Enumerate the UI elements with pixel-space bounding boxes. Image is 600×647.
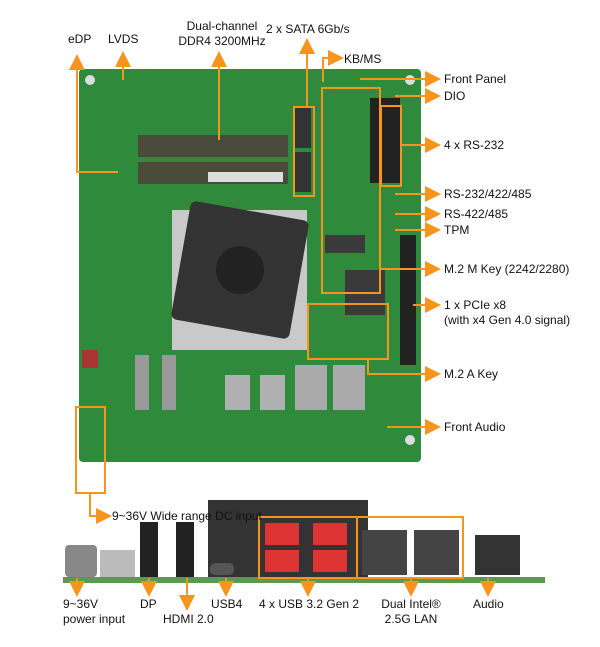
label-rs422-485: RS-422/485 <box>444 207 509 221</box>
label-hdmi: HDMI 2.0 <box>163 612 214 626</box>
label-pcie-line1: 1 x PCIe x8 <box>444 298 507 312</box>
label-audio: Audio <box>473 597 504 611</box>
label-dp: DP <box>140 597 157 611</box>
label-front-audio: Front Audio <box>444 420 506 434</box>
label-power-line2: power input <box>63 612 126 626</box>
label-edp: eDP <box>68 32 92 46</box>
label-usb4: USB4 <box>211 597 243 611</box>
label-tpm: TPM <box>444 223 470 237</box>
label-lvds: LVDS <box>108 32 139 46</box>
label-lan-line2: 2.5G LAN <box>384 612 438 626</box>
motherboard-top-view <box>79 69 421 462</box>
label-dc-input: 9~36V Wide range DC input <box>112 509 262 523</box>
label-sata: 2 x SATA 6Gb/s <box>266 22 350 36</box>
label-m2-m-key: M.2 M Key (2242/2280) <box>444 262 570 276</box>
label-front-panel: Front Panel <box>444 72 507 86</box>
label-ddr4-line2: DDR4 3200MHz <box>178 34 266 48</box>
label-pcie-line2: (with x4 Gen 4.0 signal) <box>444 313 571 327</box>
label-dio: DIO <box>444 89 466 103</box>
label-usb32: 4 x USB 3.2 Gen 2 <box>259 597 360 611</box>
label-rs232: 4 x RS-232 <box>444 138 505 152</box>
label-power-line1: 9~36V <box>63 597 99 611</box>
label-ddr4-line1: Dual-channel <box>186 19 258 33</box>
label-lan-line1: Dual Intel® <box>381 597 441 611</box>
label-m2-a-key: M.2 A Key <box>444 367 499 381</box>
label-rs232-422-485: RS-232/422/485 <box>444 187 532 201</box>
motherboard-io-view <box>63 500 545 583</box>
label-kbms: KB/MS <box>344 52 382 66</box>
